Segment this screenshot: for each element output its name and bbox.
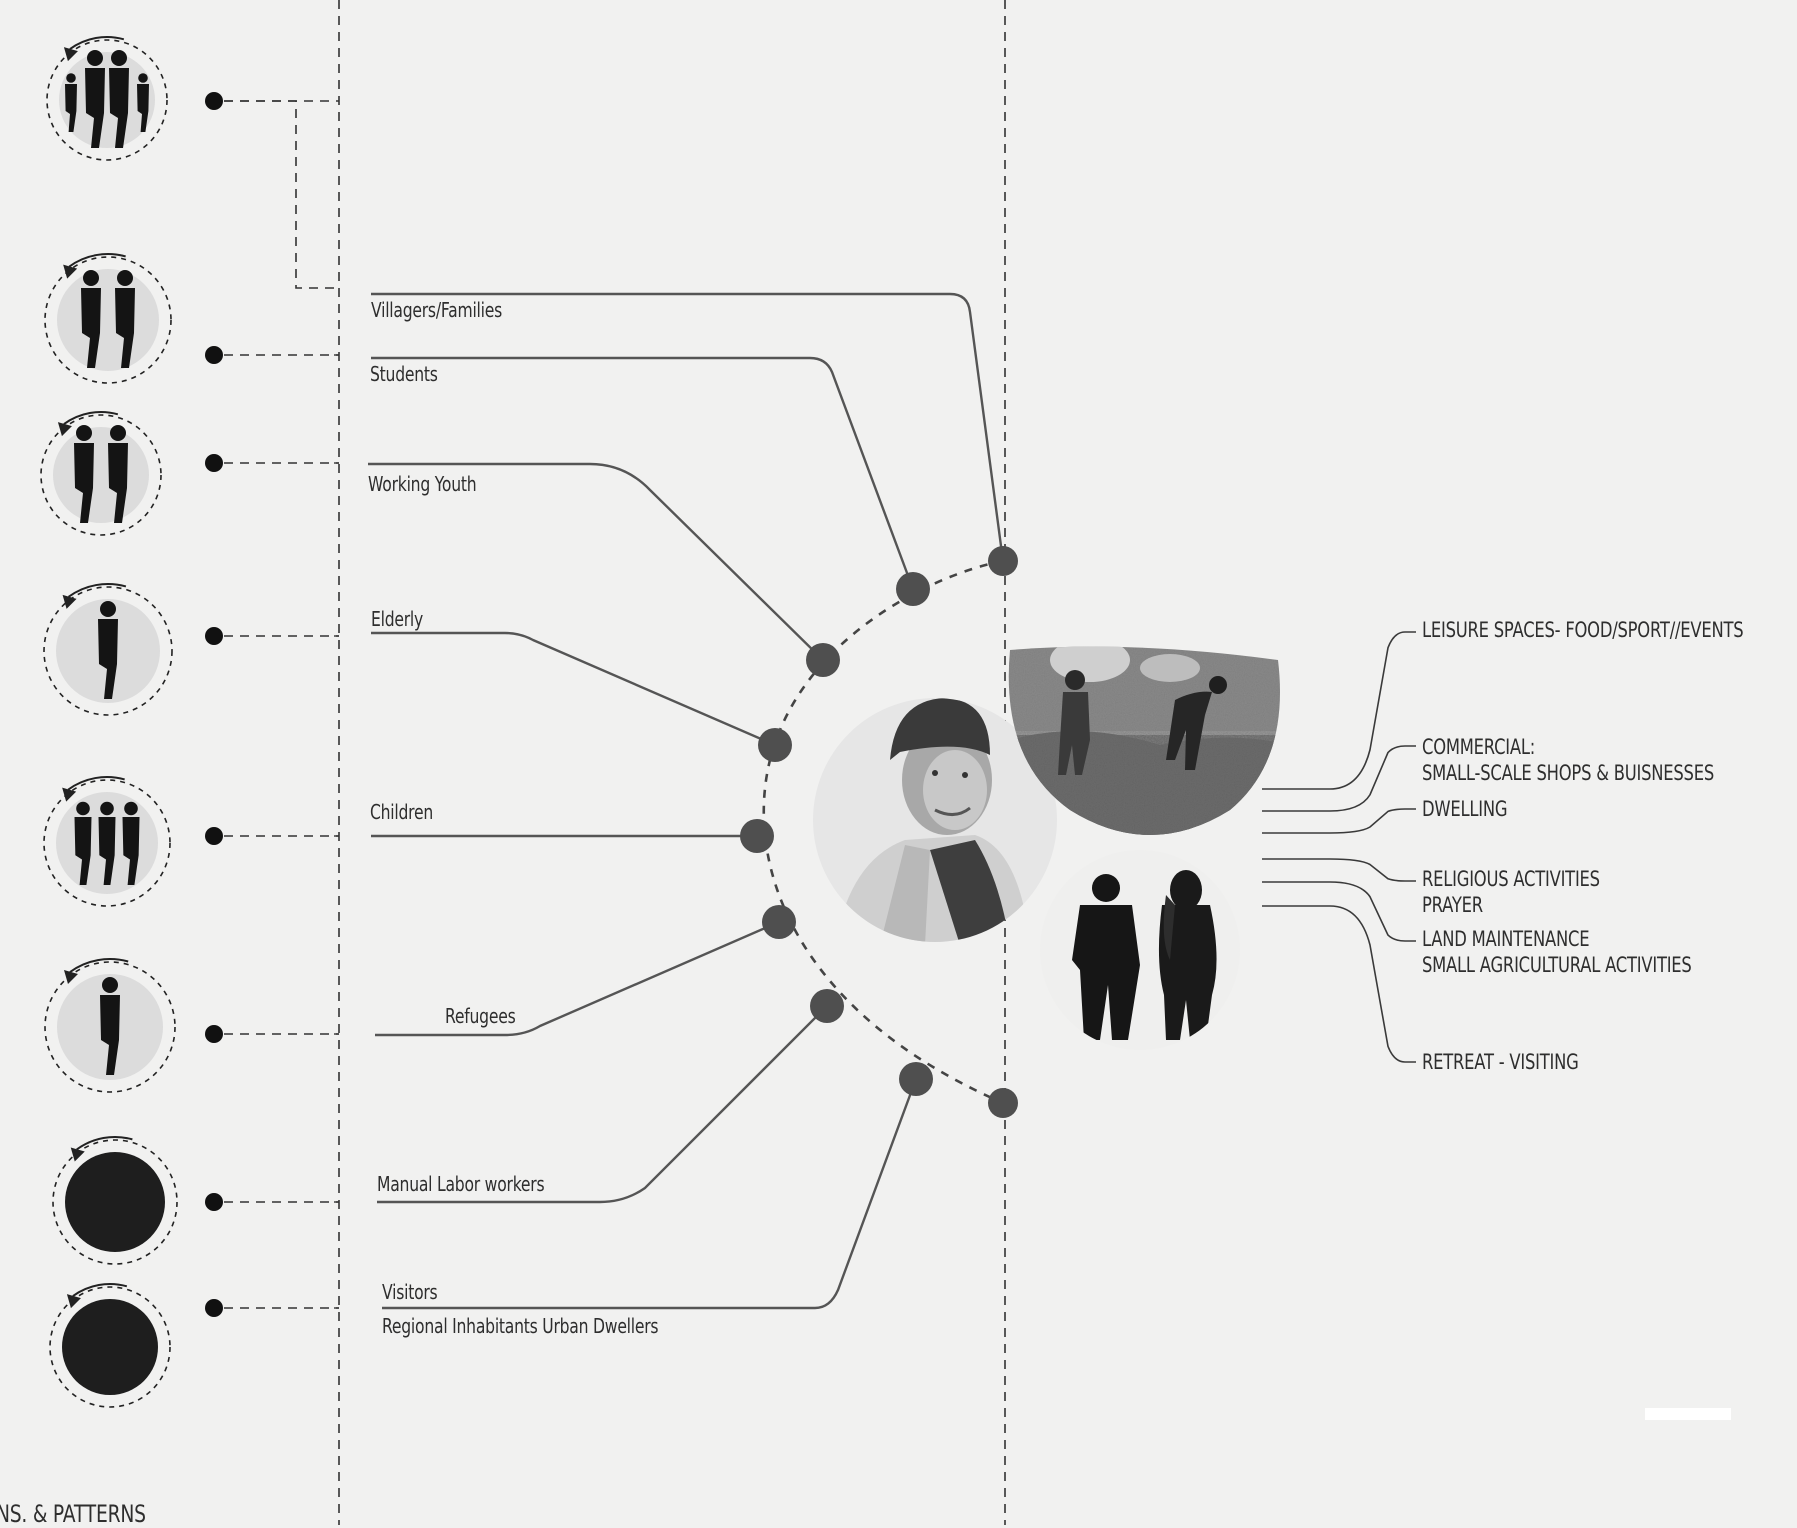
connector-dot: [205, 1299, 223, 1317]
elderly-icon: [43, 583, 173, 716]
connector-bend: [224, 100, 339, 289]
group-link-line: [377, 1005, 828, 1204]
activity-item: DWELLING: [1422, 797, 1531, 821]
activity-label: COMMERCIAL:: [1422, 735, 1536, 759]
activity-label: DWELLING: [1422, 797, 1508, 821]
activity-branch-line: [1262, 808, 1416, 834]
arc-node: [988, 1088, 1018, 1118]
scale-bar: [1645, 1408, 1731, 1420]
connector-dot: [205, 346, 223, 364]
refugee-icon: [44, 958, 176, 1093]
arc-node: [899, 1062, 933, 1096]
activity-label: RETREAT - VISITING: [1422, 1050, 1579, 1074]
arc-node: [896, 572, 930, 606]
children-icon: [43, 776, 171, 907]
group-link-line: [368, 462, 824, 661]
activity-sublabel: SMALL AGRICULTURAL ACTIVITIES: [1422, 953, 1692, 977]
arc-node: [762, 905, 796, 939]
activity-sublabel: SMALL-SCALE SHOPS & BUISNESSES: [1422, 761, 1714, 785]
user-group-label: Elderly: [371, 607, 424, 631]
footer-label: NS. & PATTERNS: [0, 1500, 146, 1528]
working-youth-icon: [40, 411, 162, 536]
user-group-label: Working Youth: [368, 472, 477, 496]
user-group-label: Students: [370, 362, 438, 386]
arc-node: [988, 546, 1018, 576]
activity-branch-line: [1262, 745, 1416, 812]
connector-dot: [205, 454, 223, 472]
elderly-man-portrait: [813, 698, 1057, 942]
arc-node: [806, 643, 840, 677]
group-link-line: [375, 920, 780, 1037]
activity-branch-line: [1262, 905, 1416, 1063]
activity-item: LEISURE SPACES- FOOD/SPORT//EVENTS: [1422, 618, 1797, 642]
user-group-label: Villagers/Families: [371, 298, 503, 322]
activity-branch-line: [1262, 881, 1416, 942]
walking-couple-silhouette: [1040, 850, 1240, 1050]
connector-dot: [205, 1025, 223, 1043]
activity-branch-line: [1262, 631, 1416, 790]
activity-label: LAND MAINTENANCE: [1422, 927, 1590, 951]
family-icon: [46, 36, 168, 161]
students-icon: [44, 253, 172, 384]
arc-node: [740, 819, 774, 853]
visitor-icon: [49, 1283, 171, 1408]
activity-item: COMMERCIAL:SMALL-SCALE SHOPS & BUISNESSE…: [1422, 735, 1796, 785]
user-group-sublabel: Regional Inhabitants Urban Dwellers: [382, 1314, 659, 1338]
activity-item: RETREAT - VISITING: [1422, 1050, 1623, 1074]
arc-node: [810, 989, 844, 1023]
user-group-label: Refugees: [445, 1004, 516, 1028]
group-link-line: [371, 631, 776, 747]
group-link-line: [371, 292, 1005, 562]
activity-label: RELIGIOUS ACTIVITIES: [1422, 867, 1600, 891]
labor-worker-icon: [52, 1136, 178, 1265]
connector-dot: [205, 627, 223, 645]
user-group-label: Manual Labor workers: [377, 1172, 545, 1196]
user-group-label: Visitors: [382, 1280, 438, 1304]
user-group-label: Children: [370, 800, 434, 824]
connector-dot: [205, 827, 223, 845]
arc-node: [758, 728, 792, 762]
activity-branch-line: [1262, 858, 1416, 882]
connector-dot: [205, 1193, 223, 1211]
activity-label: LEISURE SPACES- FOOD/SPORT//EVENTS: [1422, 618, 1744, 642]
connector-dot: [205, 92, 223, 110]
group-link-line: [371, 356, 915, 590]
activity-sublabel: PRAYER: [1422, 893, 1483, 917]
group-link-line: [382, 1078, 918, 1310]
